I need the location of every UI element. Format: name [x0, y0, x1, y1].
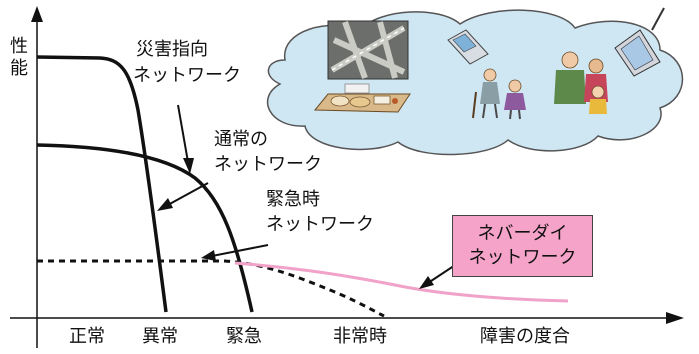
food-tray-photo	[313, 93, 411, 113]
x-tick-normal: 正常	[69, 326, 105, 347]
x-axis-label: 障害の度合	[480, 326, 570, 347]
pda-tablet-icon	[614, 7, 665, 77]
x-tick-disaster: 非常時	[333, 326, 387, 347]
neighbor-network-label-box: ネバーダイ ネットワーク	[452, 215, 593, 277]
emergency-network-curve	[37, 259, 385, 318]
cloud	[267, 7, 684, 156]
disaster-network-curve	[36, 55, 168, 313]
axes	[10, 6, 684, 348]
disaster-network-label-line1: 災害指向	[136, 39, 208, 60]
neighbor-network-curve	[234, 261, 569, 303]
emergency-network-label-line1: 緊急時	[266, 189, 320, 210]
normal-network-curve	[36, 143, 254, 313]
family-figure	[554, 51, 608, 114]
y-axis-label: 性能	[10, 36, 28, 79]
sign-icon	[344, 83, 370, 94]
normal-network-label-line1: 通常の	[214, 129, 268, 150]
x-tick-emergency: 緊急	[226, 326, 262, 347]
disaster-network-label-line2: ネットワーク	[133, 65, 241, 86]
normal-network-label-line2: ネットワーク	[214, 154, 322, 175]
emergency-network-label-line2: ネットワーク	[266, 214, 374, 235]
label-pointers	[157, 104, 479, 289]
neighbor-network-label-line2: ネットワーク	[468, 247, 577, 268]
road-photo	[327, 20, 409, 80]
neighbor-network-label-line1: ネバーダイ	[477, 223, 568, 244]
mobile-phone-icon	[447, 29, 489, 65]
elderly-couple-figure	[472, 68, 526, 120]
x-tick-abnormal: 異常	[142, 326, 178, 347]
